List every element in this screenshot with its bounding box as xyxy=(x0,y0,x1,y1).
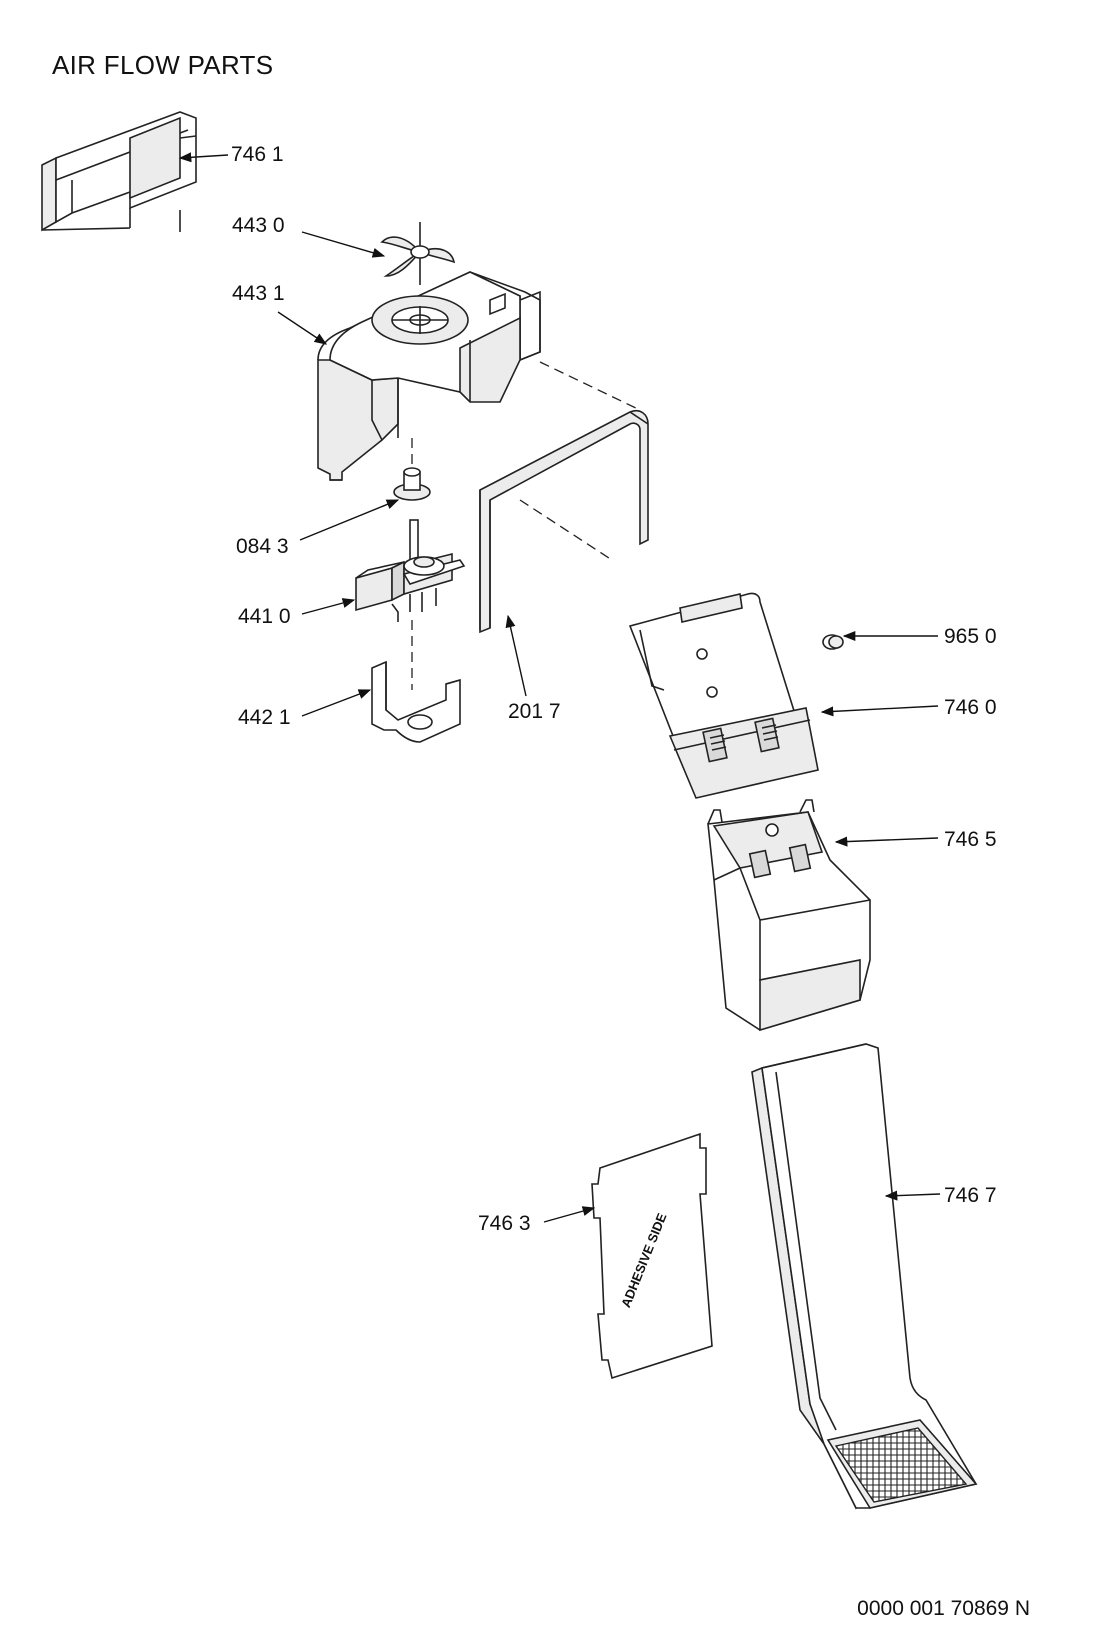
part-label-441-0: 441 0 xyxy=(238,605,291,628)
part-label-442-1: 442 1 xyxy=(238,706,291,729)
leader-084-3 xyxy=(299,499,400,541)
part-label-746-7: 746 7 xyxy=(944,1184,997,1207)
leader-443-0 xyxy=(301,231,386,258)
part-label-746-0: 746 0 xyxy=(944,696,997,719)
part-label-965-0: 965 0 xyxy=(944,625,997,648)
leader-442-1 xyxy=(301,689,372,717)
part-746-5-lower-duct xyxy=(707,799,871,1032)
leader-746-0 xyxy=(820,705,939,717)
part-746-3-adhesive-sheet: ADHESIVE SIDE xyxy=(591,1132,713,1380)
part-201-7-u-gasket xyxy=(479,409,649,634)
part-443-0-fan-blade xyxy=(380,222,456,285)
part-746-7-long-duct xyxy=(751,1043,978,1510)
diagram-title: AIR FLOW PARTS xyxy=(52,50,274,80)
part-084-3-hub xyxy=(393,467,431,501)
part-label-746-3: 746 3 xyxy=(478,1212,531,1235)
leader-746-1 xyxy=(178,152,229,163)
leader-441-0 xyxy=(301,598,356,615)
leader-746-7 xyxy=(884,1190,941,1201)
part-label-746-1: 746 1 xyxy=(231,143,284,166)
part-442-1-motor-bracket xyxy=(371,660,461,743)
part-label-746-5: 746 5 xyxy=(944,828,997,851)
part-label-201-7: 201 7 xyxy=(508,700,561,723)
part-label-443-1: 443 1 xyxy=(232,282,285,305)
leader-201-7 xyxy=(505,614,527,697)
part-label-084-3: 084 3 xyxy=(236,535,289,558)
part-965-0-plug xyxy=(822,634,844,650)
part-443-1-fan-shroud xyxy=(317,271,541,481)
leader-746-5 xyxy=(834,836,939,847)
part-746-0-duct-cover xyxy=(628,592,819,799)
part-label-443-0: 443 0 xyxy=(232,214,285,237)
part-746-1-bracket xyxy=(41,111,197,232)
assembly-line xyxy=(539,361,641,411)
leader-746-3 xyxy=(543,1206,596,1223)
assembly-line xyxy=(519,499,613,561)
part-441-0-fan-motor xyxy=(355,519,466,622)
leader-443-1 xyxy=(277,311,328,345)
drawing-number: 0000 001 70869 N xyxy=(857,1597,1030,1620)
